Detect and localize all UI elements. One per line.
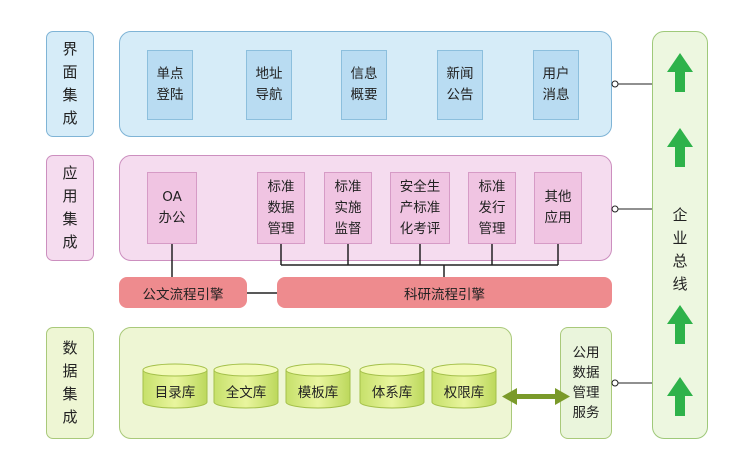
other-applications-module: 其他 应用 [534, 172, 582, 244]
research-workflow-engine: 科研流程引擎 [277, 277, 612, 308]
system-database-icon [359, 363, 425, 409]
info-overview-module: 信息 概要 [341, 50, 387, 120]
enterprise-bus [652, 31, 708, 439]
up-arrow-icon [667, 377, 693, 416]
standard-release-management-module: 标准 发行 管理 [468, 172, 516, 244]
up-arrow-icon [667, 305, 693, 344]
official-document-workflow-engine: 公文流程引擎 [119, 277, 247, 308]
public-data-management-service: 公用 数据 管理 服务 [560, 327, 612, 439]
address-navigation-module: 地址 导航 [246, 50, 292, 120]
oa-office-module: OA 办公 [147, 172, 197, 244]
data-service-double-arrow [502, 388, 570, 405]
bus-up-arrows [667, 53, 693, 416]
template-database-icon [285, 363, 351, 409]
standard-implementation-supervision-module: 标准 实施 监督 [324, 172, 372, 244]
up-arrow-icon [667, 53, 693, 92]
standard-data-management-module: 标准 数据 管理 [257, 172, 305, 244]
module-bus-connector [280, 244, 559, 277]
bus-connectors [611, 80, 652, 387]
enterprise-bus-label: 企业总线 [672, 206, 688, 293]
data-layer-label: 数据集成 [46, 327, 94, 439]
database-cylinders [142, 363, 497, 409]
user-message-module: 用户 消息 [533, 50, 579, 120]
fulltext-database-icon [213, 363, 279, 409]
single-sign-on-module: 单点 登陆 [147, 50, 193, 120]
permission-database-icon [431, 363, 497, 409]
application-layer-label: 应用集成 [46, 155, 94, 261]
up-arrow-icon [667, 128, 693, 167]
safety-standardization-assessment-module: 安全生 产标准 化考评 [390, 172, 450, 244]
interface-layer-label: 界面集成 [46, 31, 94, 137]
catalog-database-icon [142, 363, 208, 409]
news-announcement-module: 新闻 公告 [437, 50, 483, 120]
